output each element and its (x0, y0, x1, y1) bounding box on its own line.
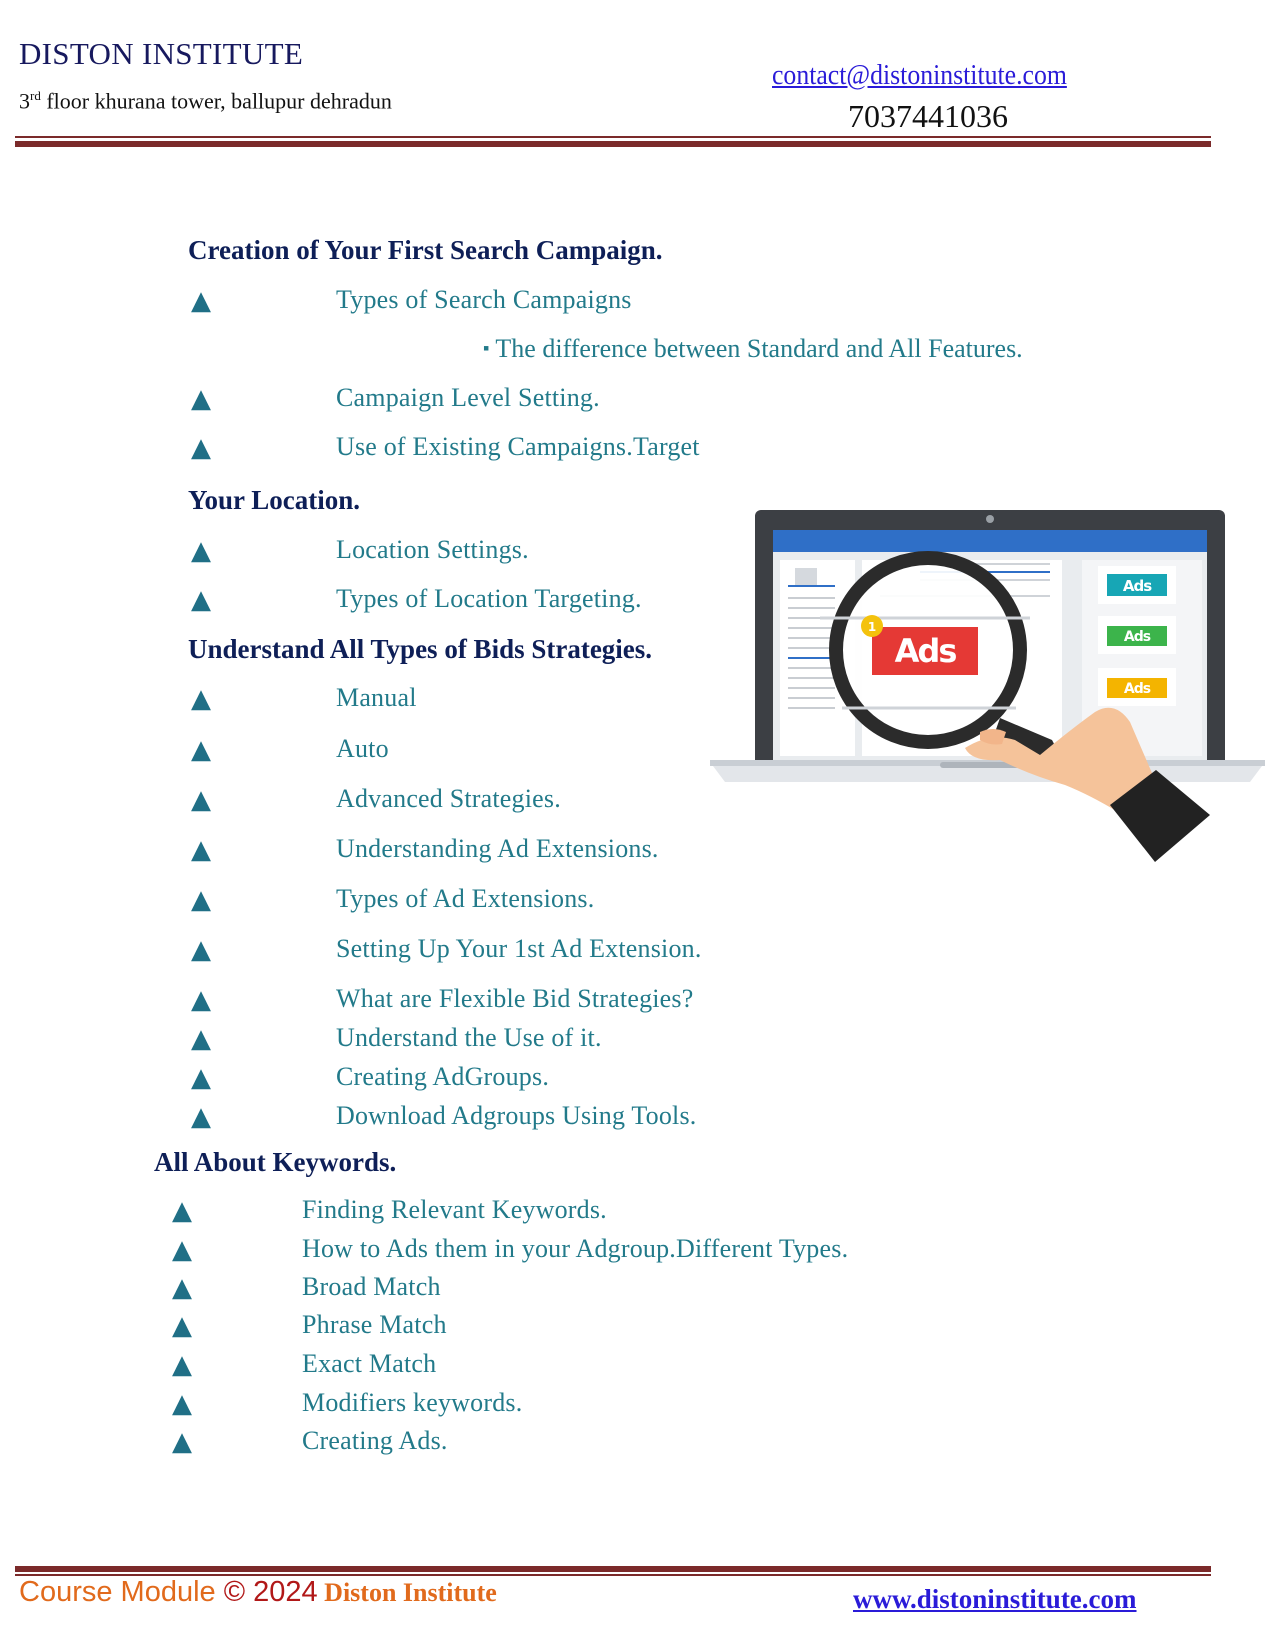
magnifier-rim-icon (829, 551, 1027, 749)
address-ordinal: 3 (19, 88, 30, 114)
bullet-icon: ▲ (191, 585, 211, 615)
sidebar-thumb (795, 568, 817, 586)
header-rule-top (15, 136, 1211, 138)
side-ad-label: Ads (1123, 577, 1152, 595)
list-item: Types of Location Targeting. (336, 584, 642, 613)
sleeve (1110, 770, 1210, 862)
bullet-icon: ▲ (191, 1102, 211, 1132)
bullet-icon: ▲ (191, 1024, 211, 1054)
bullet-icon: ▲ (191, 835, 211, 865)
list-item: Download Adgroups Using Tools. (336, 1101, 697, 1130)
cufflink-icon (1118, 826, 1126, 834)
address-text: floor khurana tower, ballupur dehradun (40, 88, 392, 114)
sub-list-item: ▪ The difference between Standard and Al… (483, 334, 1023, 364)
notification-badge-count: 1 (868, 620, 876, 634)
section-heading-search-campaign: Creation of Your First Search Campaign. (188, 235, 663, 265)
bullet-icon: ▲ (191, 384, 211, 414)
bullet-icon: ▲ (191, 433, 211, 463)
list-item: Advanced Strategies. (336, 784, 561, 813)
square-bullet-icon: ▪ (483, 338, 490, 358)
side-ad-label: Ads (1124, 681, 1151, 697)
bullet-icon: ▲ (172, 1350, 192, 1380)
footer-institute-name: Diston Institute (317, 1578, 497, 1607)
list-item: Creating AdGroups. (336, 1062, 550, 1091)
bullet-icon: ▲ (172, 1311, 192, 1341)
footer-copyright: © 2024 (223, 1576, 318, 1608)
list-item: Broad Match (302, 1272, 441, 1301)
list-item: Phrase Match (302, 1310, 447, 1339)
bullet-icon: ▲ (172, 1273, 192, 1303)
notification-badge-icon (861, 615, 883, 637)
list-item: Use of Existing Campaigns.Target (336, 432, 700, 461)
list-item: Modifiers keywords. (302, 1388, 523, 1417)
cufflink-icon (1126, 834, 1134, 842)
bullet-icon: ▲ (191, 935, 211, 965)
list-item: Setting Up Your 1st Ad Extension. (336, 934, 702, 963)
side-ad-label: Ads (1124, 629, 1151, 645)
footer-rule-bottom (15, 1574, 1211, 1576)
bullet-icon: ▲ (191, 286, 211, 316)
bullet-icon: ▲ (172, 1235, 192, 1265)
list-item: Types of Search Campaigns (336, 285, 632, 314)
bullet-icon: ▲ (191, 785, 211, 815)
footer-course-label: Course Module (19, 1576, 224, 1608)
laptop-magnifier-ads-illustration: Ads Ads Ads Ads 1 (710, 510, 1265, 862)
org-name: DISTON INSTITUTE (19, 36, 304, 71)
main-ad-badge (872, 627, 978, 675)
bullet-icon: ▲ (191, 735, 211, 765)
list-item: Types of Ad Extensions. (336, 884, 595, 913)
contact-email-link[interactable]: contact@distoninstitute.com (772, 60, 1067, 91)
address-ordinal-suffix: rd (30, 88, 41, 103)
list-item: Auto (336, 734, 389, 763)
section-heading-bid-strategies: Understand All Types of Bids Strategies. (188, 634, 653, 664)
bullet-icon: ▲ (191, 684, 211, 714)
bullet-icon: ▲ (191, 985, 211, 1015)
bullet-icon: ▲ (191, 885, 211, 915)
list-item: Finding Relevant Keywords. (302, 1195, 607, 1224)
bullet-icon: ▲ (191, 536, 211, 566)
hand-icon (965, 707, 1155, 812)
list-item: Understand the Use of it. (336, 1023, 602, 1052)
footer-rule-top (15, 1566, 1211, 1572)
section-heading-keywords: All About Keywords. (154, 1147, 397, 1177)
list-item: What are Flexible Bid Strategies? (336, 984, 694, 1013)
list-item: Campaign Level Setting. (336, 383, 600, 412)
list-item: Manual (336, 683, 417, 712)
header-rule-bottom (15, 141, 1211, 147)
side-ad-badge (1107, 574, 1167, 596)
main-ad-label: Ads (895, 632, 957, 670)
address: 3rd floor khurana tower, ballupur dehrad… (19, 88, 392, 114)
sub-list-item-text: The difference between Standard and All … (495, 334, 1023, 363)
contact-phone: 7037441036 (848, 98, 1008, 134)
bullet-icon: ▲ (172, 1389, 192, 1419)
thumb (980, 729, 1006, 745)
list-item: Creating Ads. (302, 1426, 448, 1455)
list-item: Understanding Ad Extensions. (336, 834, 659, 863)
list-item: Exact Match (302, 1349, 437, 1378)
bullet-icon: ▲ (172, 1196, 192, 1226)
side-ad-badge (1107, 626, 1167, 646)
section-heading-location: Your Location. (188, 485, 361, 515)
magnifier-handle (993, 718, 1060, 762)
bullet-icon: ▲ (191, 1063, 211, 1093)
side-ad-badge (1107, 678, 1167, 698)
screen-top-bar (773, 530, 1207, 552)
webcam-icon (986, 515, 994, 523)
list-item: Location Settings. (336, 535, 529, 564)
list-item: How to Ads them in your Adgroup.Differen… (302, 1234, 849, 1263)
footer-course-module: Course Module © 2024 Diston Institute (19, 1576, 497, 1609)
bullet-icon: ▲ (172, 1427, 192, 1457)
footer-website-link[interactable]: www.distoninstitute.com (853, 1584, 1137, 1614)
